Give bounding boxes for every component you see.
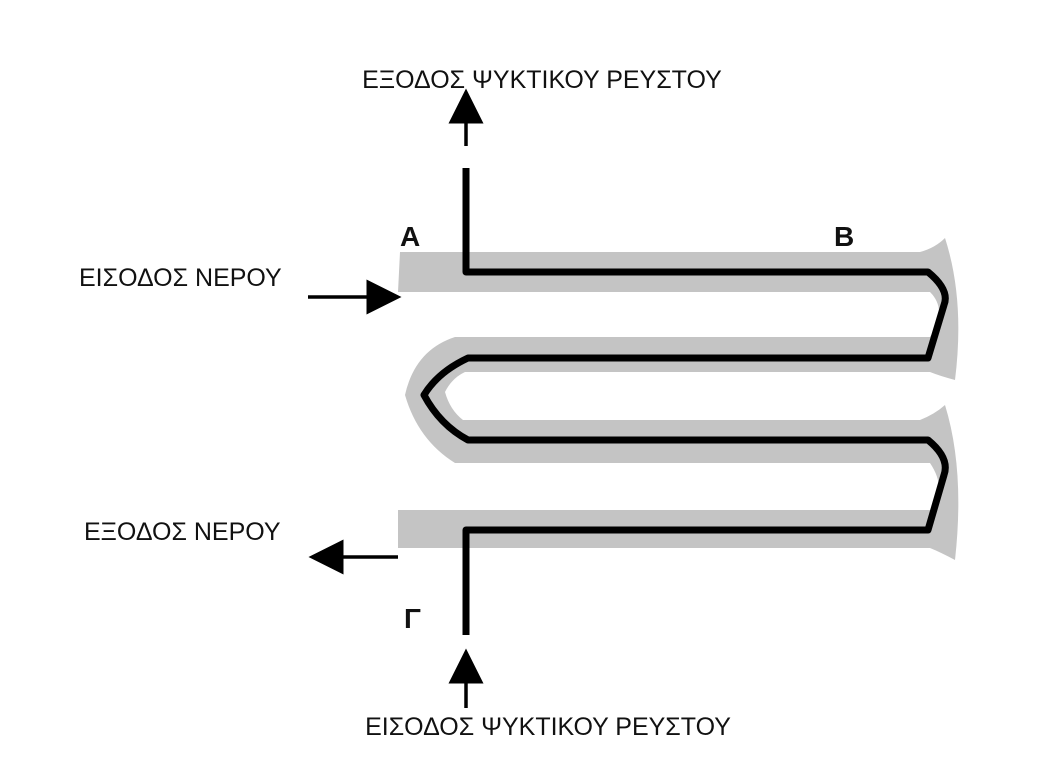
point-g-label: Γ <box>404 603 421 634</box>
water-outlet-label: ΕΞΟΔΟΣ ΝΕΡΟΥ <box>84 518 281 546</box>
water-channel <box>398 238 959 560</box>
coolant-inlet-label: ΕΙΣΟΔΟΣ ΨΥΚΤΙΚΟΥ ΡΕΥΣΤΟΥ <box>365 713 731 741</box>
water-inlet-label: ΕΙΣΟΔΟΣ ΝΕΡΟΥ <box>79 264 282 292</box>
point-a-label: Α <box>400 221 420 252</box>
coolant-outlet-label: ΕΞΟΔΟΣ ΨΥΚΤΙΚΟΥ ΡΕΥΣΤΟΥ <box>362 66 722 94</box>
point-b-label: Β <box>834 221 854 252</box>
coolant-pipe <box>420 168 949 635</box>
